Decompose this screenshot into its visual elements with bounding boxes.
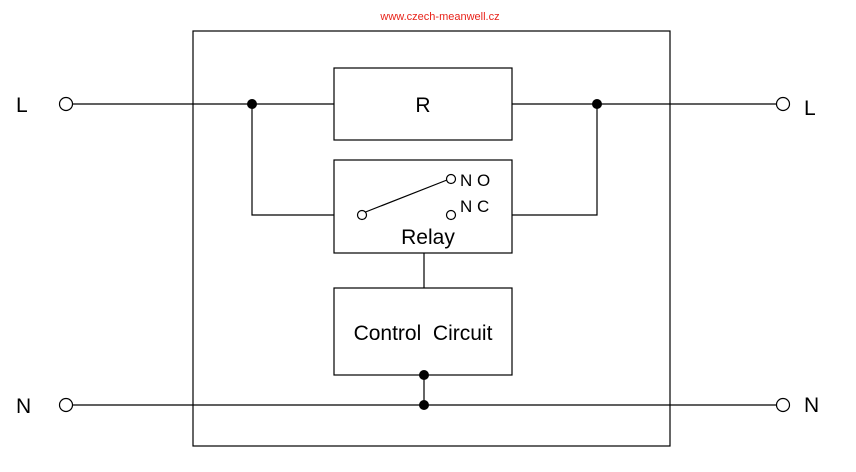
terminal-l-left-label: L xyxy=(16,94,28,117)
relay-no-contact xyxy=(445,173,457,185)
terminal-n-left xyxy=(58,397,74,413)
relay-common-contact xyxy=(356,209,368,221)
terminal-n-right-label: N xyxy=(804,394,819,417)
junction-dot-right xyxy=(592,99,602,109)
resistor-label: R xyxy=(415,94,430,117)
left-branch-wire xyxy=(251,104,359,216)
terminal-l-left xyxy=(58,96,74,112)
junction-dot-left xyxy=(247,99,257,109)
relay-nc-contact xyxy=(445,209,457,221)
terminal-l-right xyxy=(775,96,791,112)
resistor-box xyxy=(333,67,513,141)
terminal-n-left-label: N xyxy=(16,395,31,418)
relay-label: Relay xyxy=(401,226,455,249)
junction-dot-control xyxy=(419,370,429,380)
relay-nc-label: N C xyxy=(460,197,489,216)
terminal-l-right-label: L xyxy=(804,97,816,120)
relay-no-label: N O xyxy=(460,171,490,190)
junction-dot-neutral xyxy=(419,400,429,410)
control-circuit-label: Control Circuit xyxy=(354,322,493,345)
terminal-n-right xyxy=(775,397,791,413)
control-circuit-box xyxy=(333,287,513,376)
watermark-url: www.czech-meanwell.cz xyxy=(379,11,499,23)
relay-switch-arm xyxy=(362,179,448,214)
relay-box xyxy=(333,159,513,254)
